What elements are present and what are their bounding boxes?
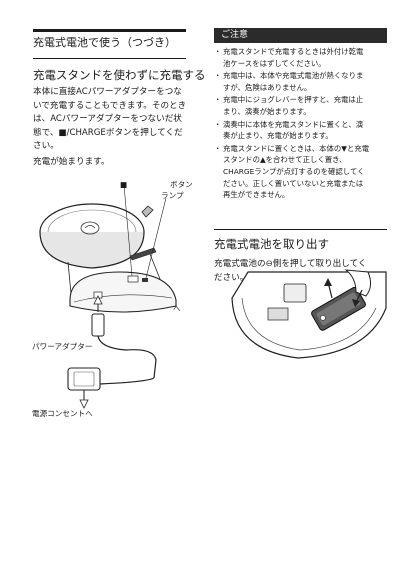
cd-player-adapter-diagram: ■ ボタン ランプ へ パワーアダプター 電源コンセントへ [30, 172, 200, 422]
caution-header: ご注意 [214, 28, 387, 43]
caution-item: ・ 充電中にジョグレバーを押すと、充電は止 まり、演奏が始まります。 [214, 95, 364, 116]
caution-item: ・ 充電スタンドで充電するときは外付け乾電 池ケースをはずしてください。 [214, 47, 364, 68]
bullet: ・ [214, 143, 222, 153]
charging-start-message: 充電が始まります。 [33, 157, 110, 167]
section-top-rule [33, 29, 186, 32]
section-bottom-rule [33, 58, 186, 59]
stop-mark: ■ [120, 180, 128, 189]
bullet: ・ [214, 47, 222, 56]
diagram-illustration [39, 184, 177, 409]
remove-battery-instructions: 充電式電池の⊖側を押して取り出してく ださい。 [214, 259, 367, 283]
battery-compartment-cover [283, 283, 307, 303]
bullet: ・ [214, 119, 222, 129]
charge-button [127, 275, 139, 283]
caution-item: ・ 充電中は、本体や充電式電池が熱くなりま すが、危険はありません。 [214, 71, 364, 92]
remove-battery-title: 充電式電池を取り出す [214, 237, 329, 251]
caution-title: ご注意 [221, 30, 249, 40]
section-title: 充電式電池で使う（つづき） [33, 36, 176, 49]
lamp-label: ランプ [161, 191, 184, 200]
adapter-cable [97, 335, 157, 379]
bullet: ・ [214, 71, 222, 81]
lift-arrow [324, 278, 332, 286]
adapter-label: パワーアダプター [32, 342, 93, 351]
subheading-charge-without-stand: 充電スタンドを使わずに充電する [33, 68, 206, 82]
remove-section-rule [214, 229, 387, 230]
instruction-line: いで充電することもできます。そのとき [33, 100, 187, 111]
jog-lever [141, 205, 154, 218]
battery-removal-diagram [228, 268, 390, 360]
button-label: ボタン [170, 180, 193, 189]
he-label: へ [173, 304, 181, 313]
ac-adapter [67, 367, 101, 391]
caution-item: ・ 演奏中に本体を充電スタンドに置くと、演 奏が止まり、充電が始まります。 [214, 119, 364, 141]
battery-removal-illustration [231, 269, 387, 359]
instruction-line: 本体に直接ACパワーアダプターをつな [33, 87, 182, 97]
outlet-label: 電源コンセントへ [32, 409, 93, 418]
instruction-line: さい。 [33, 141, 59, 151]
bullet: ・ [214, 95, 222, 105]
instruction-line: は、ACパワーアダプターをつないだ状 [33, 114, 182, 124]
charge-instructions: 本体に直接ACパワーアダプターをつな いで充電することもできます。そのとき は、… [33, 86, 201, 154]
button-strip [129, 247, 157, 261]
caution-list: ・ 充電スタンドで充電するときは外付け乾電 池ケースをはずしてください。 ・ 充… [214, 46, 392, 202]
caution-item: ・ 充電スタンドに置くときは、本体の▼と充電 スタンドの▲を合わせて正しく置き、… [214, 143, 370, 200]
charge-lamp [142, 278, 148, 282]
instruction-line: 態で、■/CHARGEボタンを押してくだ [33, 127, 183, 138]
sony-logo-mark [80, 221, 100, 235]
magnified-detail [69, 271, 177, 313]
push-arrow [352, 299, 360, 307]
dc-plug [91, 313, 105, 337]
to-outlet-arrow [79, 399, 89, 409]
finger [344, 269, 372, 297]
player-side [39, 231, 145, 269]
rechargeable-battery [311, 286, 366, 331]
plug-in-arrow [93, 295, 103, 305]
